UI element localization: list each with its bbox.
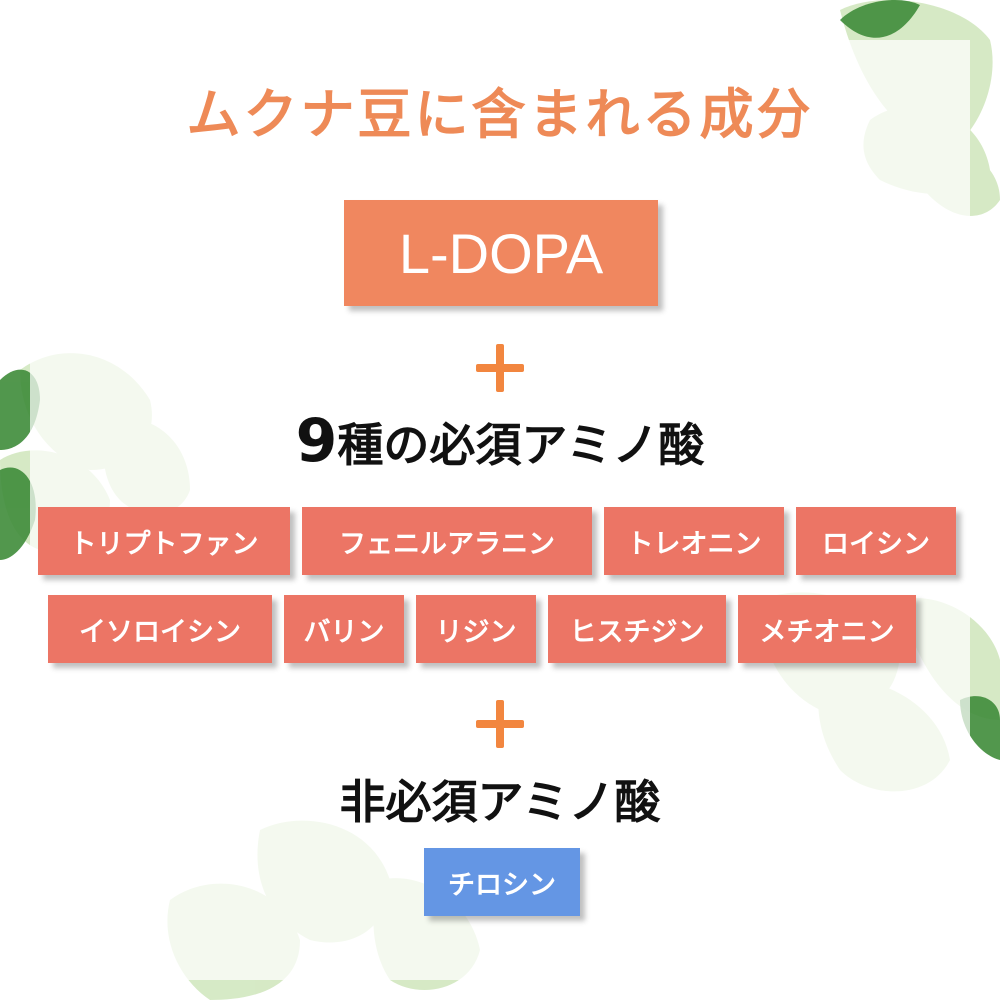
amino-acid-tag: イソロイシン bbox=[48, 595, 272, 663]
page-title: ムクナ豆に含まれる成分 bbox=[186, 83, 814, 146]
primary-component-box: L-DOPA bbox=[344, 200, 658, 306]
essential-heading-text: 種の必須アミノ酸 bbox=[337, 418, 705, 472]
amino-acid-tag: ヒスチジン bbox=[548, 595, 726, 663]
amino-acid-tag: フェニルアラニン bbox=[302, 507, 592, 575]
plus-icon bbox=[476, 700, 524, 748]
amino-acid-tag: リジン bbox=[416, 595, 536, 663]
nonessential-amino-acids-heading: 非必須アミノ酸 bbox=[339, 775, 661, 829]
amino-acid-tag: トリプトファン bbox=[38, 507, 290, 575]
plus-icon bbox=[476, 344, 524, 392]
amino-acid-tag: トレオニン bbox=[604, 507, 784, 575]
essential-amino-acids-heading: 9種の必須アミノ酸 bbox=[0, 406, 1000, 476]
amino-acid-tag: バリン bbox=[284, 595, 404, 663]
essential-count: 9 bbox=[295, 406, 338, 476]
amino-acid-tag: ロイシン bbox=[796, 507, 956, 575]
nonessential-amino-acid-tag: チロシン bbox=[424, 848, 580, 916]
amino-acid-tag: メチオニン bbox=[738, 595, 916, 663]
